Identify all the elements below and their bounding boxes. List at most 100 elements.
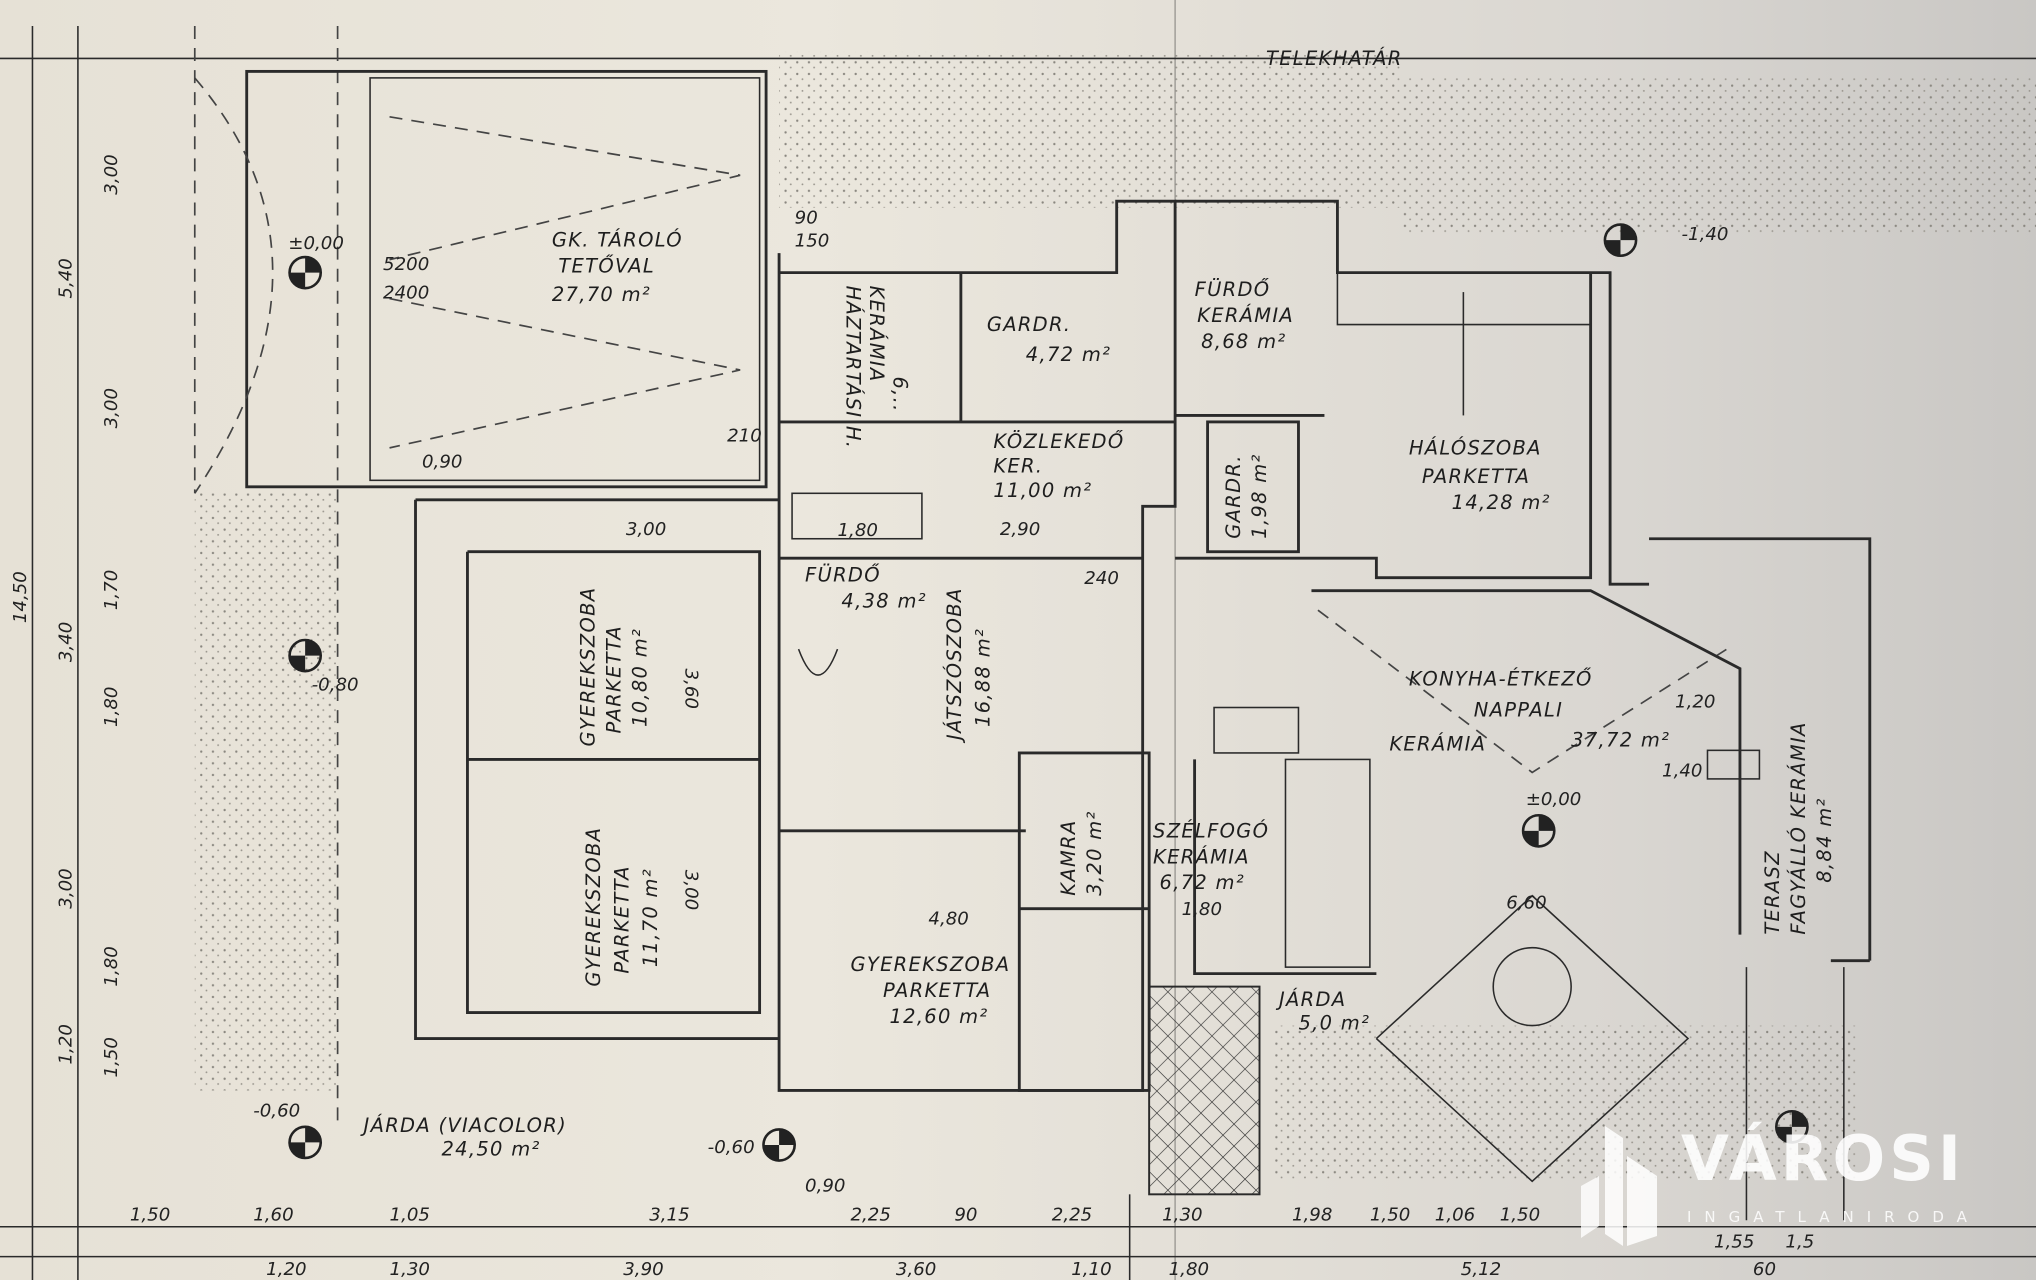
- room-area: 24,50 m²: [441, 1137, 540, 1160]
- dimension: 1,20: [55, 1024, 76, 1064]
- dimension: 4,80: [928, 908, 968, 929]
- room-floor: PARKETTA: [603, 625, 626, 733]
- dimension: 1,55: [1714, 1232, 1754, 1253]
- dimension: 0,90: [422, 451, 462, 472]
- dimension: 14,50: [10, 571, 31, 623]
- bottom-dimensions: 1,50 1,60 1,05 3,15 2,25 90 2,25 1,30 1,…: [130, 1204, 1814, 1280]
- room-name: SZÉLFOGÓ: [1153, 818, 1269, 842]
- gravel-area: [1402, 77, 2036, 234]
- room-name: TERASZ: [1761, 850, 1784, 935]
- room-area: 4,38 m²: [841, 590, 926, 613]
- level-label: -1,40: [1682, 224, 1729, 245]
- watermark: VÁROSI INGATLANIRODA: [1575, 1118, 2015, 1248]
- room-name: JÁRDA: [1275, 988, 1346, 1011]
- level-label: -0,60: [253, 1100, 300, 1121]
- house-walls: [414, 199, 1872, 1221]
- room-name: JÁTSZÓSZOBA: [942, 587, 966, 744]
- dimension: 3,40: [55, 622, 76, 662]
- room-area: 16,88 m²: [971, 628, 994, 727]
- left-dimensions: 5,40 3,00 3,00 14,50 3,40 1,70 1,80 3,00…: [10, 154, 122, 1077]
- room-name: GYEREKSZOBA: [850, 953, 1010, 976]
- dimension: 3,60: [681, 669, 702, 709]
- boundary-label: TELEKHATÁR: [1266, 47, 1403, 70]
- room-name: HÁZTARTÁSI H.: [842, 286, 865, 450]
- dimension: 150: [795, 231, 830, 252]
- level-label: ±0,00: [1526, 789, 1582, 810]
- dimension: 1,98: [1292, 1204, 1332, 1225]
- dimension: 2400: [383, 283, 429, 304]
- room-name: JÁRDA (VIACOLOR): [360, 1114, 567, 1137]
- garage: [194, 69, 768, 494]
- level-label: -0,80: [312, 675, 359, 696]
- room-name: GYEREKSZOBA: [577, 587, 600, 747]
- room-name: GYEREKSZOBA: [582, 827, 605, 987]
- dimension: 2,25: [850, 1204, 890, 1225]
- dimension: 1,80: [101, 687, 122, 727]
- dimension: 1,70: [101, 570, 122, 610]
- watermark-subtitle: INGATLANIRODA: [1687, 1208, 1980, 1226]
- room-area: 11,00 m²: [993, 479, 1092, 502]
- room-floor: PARKETTA: [883, 979, 991, 1002]
- dimension: 90: [795, 207, 818, 228]
- dimension: 1,20: [266, 1259, 306, 1280]
- dimension: 5,12: [1461, 1259, 1501, 1280]
- watermark-name: VÁROSI: [1681, 1122, 1965, 1195]
- room-name: FÜRDŐ: [1195, 277, 1271, 301]
- dimension: 1,5: [1785, 1232, 1814, 1253]
- room-name: GK. TÁROLÓ: [552, 228, 683, 252]
- room-area: 37,72 m²: [1571, 728, 1670, 751]
- room-area: 10,80 m²: [629, 628, 652, 727]
- dimension: 3,00: [101, 154, 122, 194]
- dimension: 3,00: [101, 388, 122, 428]
- dimension: 1,60: [253, 1204, 293, 1225]
- dimension: 240: [1084, 568, 1119, 589]
- room-area: 5,0 m²: [1298, 1011, 1370, 1034]
- level-labels: ±0,00 -0,80 -0,60 -1,40 -1,40 -0,60 ±0,0…: [253, 224, 1728, 1158]
- room-area: 12,60 m²: [889, 1005, 988, 1028]
- room-area: 3,20 m²: [1083, 810, 1106, 895]
- dimension: 1,80: [101, 946, 122, 986]
- entrance-hatch: [1148, 985, 1261, 1196]
- dimension: 5,40: [55, 258, 76, 298]
- dimension: 1,50: [1370, 1204, 1410, 1225]
- room-floor: PARKETTA: [1422, 465, 1530, 488]
- dimension: 5200: [383, 254, 429, 275]
- dimension: 90: [954, 1204, 977, 1225]
- level-label: -0,60: [708, 1137, 755, 1158]
- level-markers: [288, 223, 1809, 1162]
- room-name: KONYHA-ÉTKEZŐ: [1409, 666, 1593, 690]
- dimension: 3,00: [626, 519, 666, 540]
- gravel-area: [194, 493, 338, 1091]
- room-labels: GK. TÁROLÓ TETŐVAL 27,70 m² HÁZTARTÁSI H…: [360, 228, 1836, 1161]
- room-floor: KERÁMIA: [1153, 845, 1250, 868]
- dimension: 1,50: [1500, 1204, 1540, 1225]
- room-area: 27,70 m²: [552, 283, 651, 306]
- room-area: 8,84 m²: [1813, 797, 1836, 882]
- dimension: 60: [1753, 1259, 1776, 1280]
- gravel-area: [1272, 1025, 1857, 1182]
- dimension: 1,80: [838, 520, 878, 541]
- dimension: 2,90: [1000, 519, 1040, 540]
- room-area: 4,72 m²: [1026, 343, 1111, 366]
- room-name: GARDR.: [1222, 454, 1245, 538]
- room-area: 11,70 m²: [639, 868, 662, 967]
- misc-dimensions: 5200 2400 90 150 210 240 3,00 2,90 1,80 …: [383, 207, 1715, 1196]
- dimension: 1,50: [130, 1204, 170, 1225]
- dimension: 1,20: [1675, 692, 1715, 713]
- room-floor: KERÁMIA: [1197, 304, 1294, 327]
- dimension: 1,80: [1182, 899, 1222, 920]
- dimension: 1,05: [390, 1204, 430, 1225]
- room-floor: KERÁMIA: [865, 286, 888, 383]
- dimension: 1,10: [1071, 1259, 1111, 1280]
- dimension: 3,00: [681, 870, 702, 910]
- room-floor: NAPPALI: [1474, 699, 1563, 722]
- room-area: 6,72 m²: [1160, 871, 1245, 894]
- dimension: 1,30: [390, 1259, 430, 1280]
- room-name: GARDR.: [987, 313, 1071, 336]
- room-area: 6,..: [888, 376, 911, 412]
- room-floor: KER.: [993, 455, 1043, 478]
- room-name: KÖZLEKEDŐ: [993, 429, 1124, 453]
- dimension: 0,90: [805, 1176, 845, 1197]
- dimension: 1,30: [1162, 1204, 1202, 1225]
